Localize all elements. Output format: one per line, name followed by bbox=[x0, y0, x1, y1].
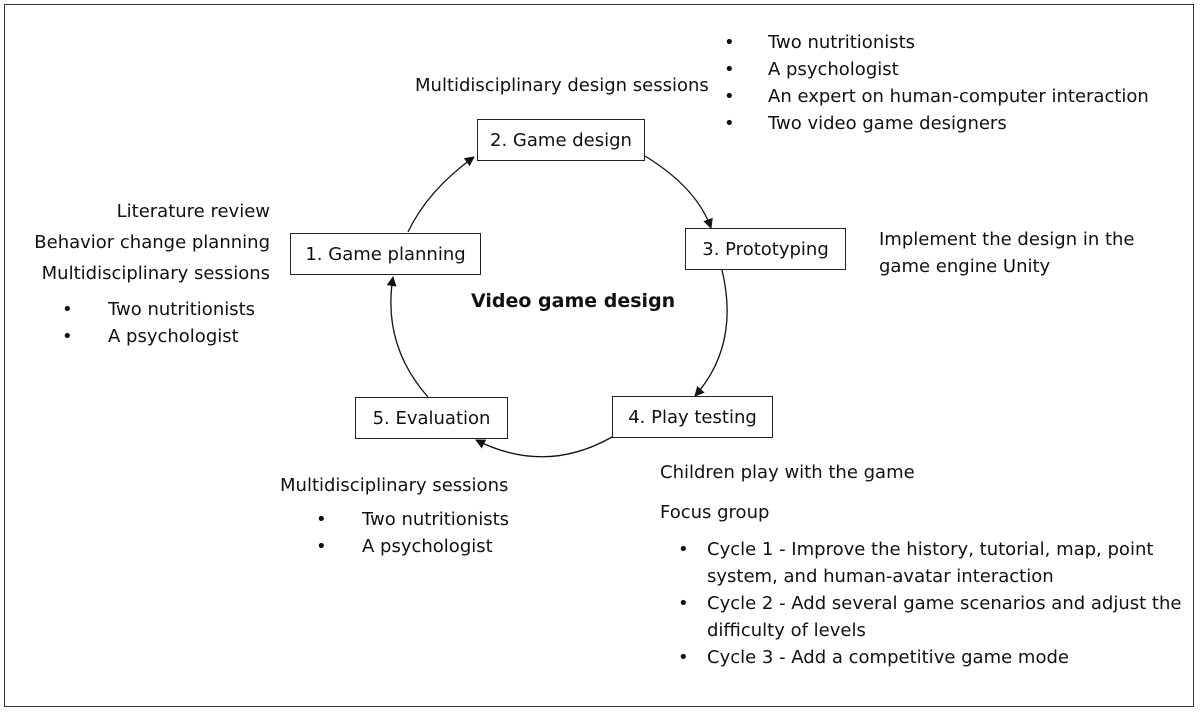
stage-evaluation: 5. Evaluation bbox=[355, 397, 508, 439]
center-title: Video game design bbox=[471, 290, 676, 312]
bullet-icon: • bbox=[678, 539, 689, 560]
planning-notes: Literature review Behavior change planni… bbox=[20, 198, 270, 287]
list-item: •A psychologist bbox=[724, 56, 1184, 83]
stage-game-design: 2. Game design bbox=[477, 119, 645, 161]
planning-note: Literature review bbox=[116, 201, 270, 222]
bullet-icon: • bbox=[678, 593, 689, 614]
list-item: •Cycle 1 - Improve the history, tutorial… bbox=[678, 536, 1188, 590]
testing-note-children: Children play with the game bbox=[660, 462, 915, 483]
bullet-icon: • bbox=[724, 113, 735, 134]
list-item: •Cycle 2 - Add several game scenarios an… bbox=[678, 590, 1188, 644]
list-item: •Two video game designers bbox=[724, 110, 1184, 137]
planning-note: Behavior change planning bbox=[34, 232, 270, 253]
prototyping-note: game engine Unity bbox=[879, 256, 1051, 277]
prototyping-note: Implement the design in the bbox=[879, 229, 1135, 250]
arrow-prototyping-to-testing bbox=[694, 269, 728, 397]
evaluation-bullets: •Two nutritionists •A psychologist bbox=[316, 506, 556, 560]
design-bullets: •Two nutritionists •A psychologist •An e… bbox=[724, 29, 1184, 137]
list-item: •A psychologist bbox=[62, 323, 282, 350]
list-item: •Two nutritionists bbox=[62, 296, 282, 323]
list-item: •Cycle 3 - Add a competitive game mode bbox=[678, 644, 1188, 671]
arrow-testing-to-evaluation bbox=[475, 436, 613, 458]
list-item: •An expert on human-computer interaction bbox=[724, 83, 1184, 110]
stage-label: 1. Game planning bbox=[305, 243, 466, 265]
planning-bullets: •Two nutritionists •A psychologist bbox=[62, 296, 282, 350]
arrow-design-to-prototyping bbox=[644, 155, 713, 229]
stage-prototyping: 3. Prototyping bbox=[685, 228, 846, 270]
testing-cycles: •Cycle 1 - Improve the history, tutorial… bbox=[678, 536, 1188, 671]
list-item: •Two nutritionists bbox=[724, 29, 1184, 56]
testing-note-focus-group: Focus group bbox=[660, 502, 770, 523]
stage-label: 3. Prototyping bbox=[702, 238, 829, 260]
stage-label: 4. Play testing bbox=[628, 406, 757, 428]
bullet-icon: • bbox=[724, 86, 735, 107]
bullet-icon: • bbox=[724, 59, 735, 80]
stage-game-planning: 1. Game planning bbox=[290, 233, 481, 275]
evaluation-label: Multidisciplinary sessions bbox=[280, 475, 509, 496]
arrow-planning-to-design bbox=[407, 156, 475, 233]
bullet-icon: • bbox=[316, 536, 327, 557]
bullet-icon: • bbox=[678, 647, 689, 668]
diagram-frame bbox=[4, 4, 1194, 707]
stage-play-testing: 4. Play testing bbox=[612, 396, 773, 438]
stage-label: 5. Evaluation bbox=[372, 407, 491, 429]
stage-label: 2. Game design bbox=[490, 129, 632, 151]
planning-note: Multidisciplinary sessions bbox=[41, 263, 270, 284]
arrow-evaluation-to-planning bbox=[386, 276, 429, 398]
list-item: •Two nutritionists bbox=[316, 506, 556, 533]
bullet-icon: • bbox=[62, 326, 73, 347]
bullet-icon: • bbox=[62, 299, 73, 320]
bullet-icon: • bbox=[316, 509, 327, 530]
prototyping-notes: Implement the design in the game engine … bbox=[879, 226, 1135, 280]
design-label: Multidisciplinary design sessions bbox=[415, 75, 709, 96]
list-item: •A psychologist bbox=[316, 533, 556, 560]
bullet-icon: • bbox=[724, 32, 735, 53]
